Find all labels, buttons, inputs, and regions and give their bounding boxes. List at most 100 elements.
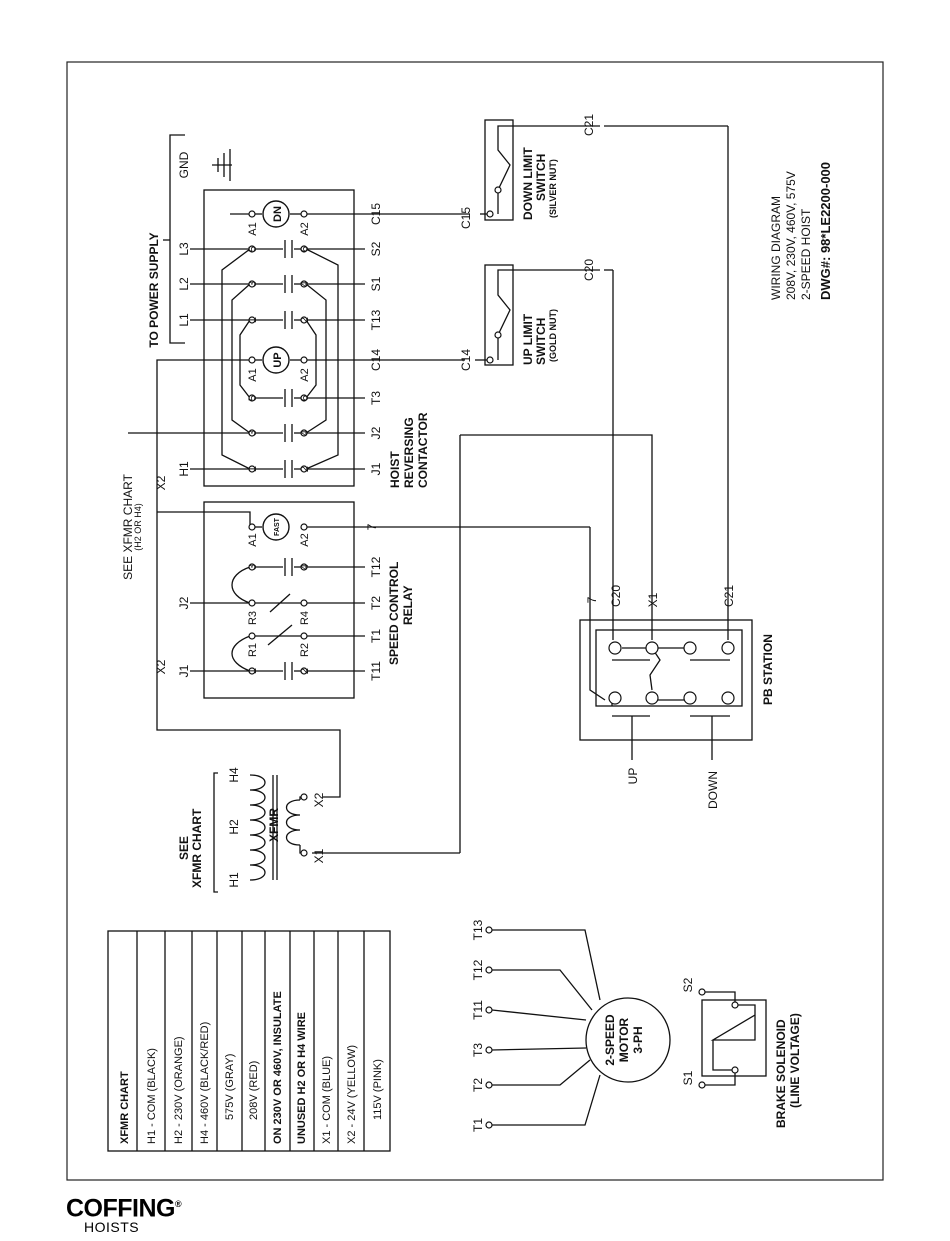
wire-c14: C14 (369, 349, 383, 371)
relay-pin: 2 (299, 668, 311, 674)
relay-t2: T2 (369, 596, 383, 610)
pin-label: 6 (299, 395, 311, 401)
xfmr-label: XFMR (267, 808, 281, 842)
pin-label: 6 (299, 246, 311, 252)
relay-j1: J1 (177, 664, 191, 677)
logo-brand: COFFING® (66, 1194, 182, 1223)
ul-label-2: SWITCH (534, 318, 548, 365)
motor-label-3: 3-PH (631, 1026, 645, 1053)
chart-row: 208V (RED) (248, 1061, 260, 1120)
dl-label-3: (SILVER NUT) (548, 159, 558, 218)
pin-label: 3 (247, 281, 259, 287)
dn-coil-label: DN (272, 206, 284, 222)
gnd-label: GND (177, 151, 191, 178)
xfmr-see-1: SEE (177, 836, 191, 860)
down-limit-box (484, 119, 514, 221)
xfmr-see-2: XFMR CHART (190, 808, 204, 888)
fast-coil-label: FAST (274, 517, 281, 536)
drawing-border (66, 61, 884, 1181)
pin-label: A1 (247, 222, 259, 235)
wire-j2: J2 (369, 426, 383, 439)
coffing-logo: COFFING® HOISTS (66, 1192, 206, 1236)
relay-label-2: RELAY (401, 585, 415, 625)
pin-label: 2 (299, 317, 311, 323)
pin-label: 1 (247, 466, 259, 472)
xfmr-h4: H4 (227, 767, 241, 783)
dwg-number: DWG#: 98*LE2200-000 (818, 162, 833, 300)
chart-row: 575V (GRAY) (224, 1054, 236, 1120)
relay-t12: T12 (369, 556, 383, 577)
pin-label: 1 (247, 317, 259, 323)
ul-label-3: (GOLD NUT) (548, 309, 558, 362)
motor-label-2: MOTOR (617, 1017, 631, 1062)
relay-pin: 4 (299, 564, 311, 570)
brake-label-2: (LINE VOLTAGE) (788, 1013, 802, 1108)
chart-row: ON 230V OR 460V, INSULATE (272, 991, 284, 1144)
relay-pin: R4 (299, 611, 311, 625)
xfmr-h2: H2 (227, 819, 241, 835)
xfmr-x1: X1 (312, 848, 326, 863)
coils: DN UP FAST (262, 200, 290, 541)
pin-label: 4 (299, 430, 311, 436)
dl-c21: C21 (582, 114, 596, 136)
fast-coil (262, 513, 290, 541)
dn-coil (262, 200, 290, 228)
title-line3: 2-SPEED HOIST (799, 208, 813, 300)
relay-pin: A2 (299, 533, 311, 546)
pb-down: DOWN (706, 771, 720, 809)
xfmr-chart-table (107, 930, 391, 1152)
pin-label: 4 (299, 281, 311, 287)
pin-label: 5 (247, 246, 259, 252)
wire-c15: C15 (369, 203, 383, 225)
relay-label-1: SPEED CONTROL (387, 562, 401, 665)
wires (107, 119, 767, 1152)
wire-t13: T13 (369, 309, 383, 330)
speed-relay-box (203, 501, 355, 699)
ul-c14: C14 (459, 349, 473, 371)
pin-label: A1 (247, 368, 259, 381)
l3-label: L3 (177, 242, 191, 256)
xfmr-h1: H1 (227, 872, 241, 888)
chart-row: H1 - COM (BLACK) (146, 1048, 158, 1144)
pb-x1: X1 (646, 592, 660, 607)
wire-s2: S2 (369, 241, 383, 256)
terminals (248, 186, 739, 1129)
chart-title: XFMR CHART (119, 1071, 131, 1144)
motor-label-1: 2-SPEED (603, 1014, 617, 1066)
relay-t1: T1 (369, 629, 383, 643)
relay-pin: 3 (247, 564, 259, 570)
pin-label: 3 (247, 430, 259, 436)
dl-c15: C15 (459, 207, 473, 229)
up-limit-box (484, 264, 514, 366)
motor-t2: T2 (471, 1078, 485, 1092)
ul-c20: C20 (582, 259, 596, 281)
xfmr-note-line1: SEE XFMR CHART (121, 473, 135, 579)
pb-c21: C21 (722, 585, 736, 607)
relay-pin: 1 (247, 668, 259, 674)
xfmr-x2: X2 (312, 792, 326, 807)
pb-up: UP (626, 768, 640, 785)
motor-t3: T3 (471, 1043, 485, 1057)
relay-7: 7 (365, 523, 379, 530)
dl-label-1: DOWN LIMIT (521, 147, 535, 220)
chart-row: H4 - 460V (BLACK/RED) (199, 1022, 211, 1144)
pb-station-label: PB STATION (761, 634, 775, 705)
motor-t11: T11 (471, 1000, 485, 1020)
logo-sub: HOISTS (84, 1219, 140, 1236)
relay-j2: J2 (177, 596, 191, 609)
chart-row: X2 - 24V (YELLOW) (346, 1045, 358, 1144)
pin-label: A2 (299, 368, 311, 381)
h1-wire-label: H1 (177, 461, 191, 477)
chart-row: X1 - COM (BLUE) (321, 1056, 333, 1144)
title-line1: WIRING DIAGRAM (769, 196, 783, 300)
relay-t11: T11 (369, 661, 383, 681)
wire-t3: T3 (369, 391, 383, 405)
wire-j1: J1 (369, 462, 383, 475)
contactor-label-1: HOIST (388, 451, 402, 488)
title-line2: 208V, 230V, 460V, 575V (784, 171, 798, 300)
pin-label: 2 (299, 466, 311, 472)
xfmr-note-line2: (H2 OR H4) (133, 503, 143, 551)
hoist-contactor-box (203, 189, 355, 487)
relay-pin: R2 (299, 643, 311, 657)
contactor-label-2: REVERSING (402, 417, 416, 488)
